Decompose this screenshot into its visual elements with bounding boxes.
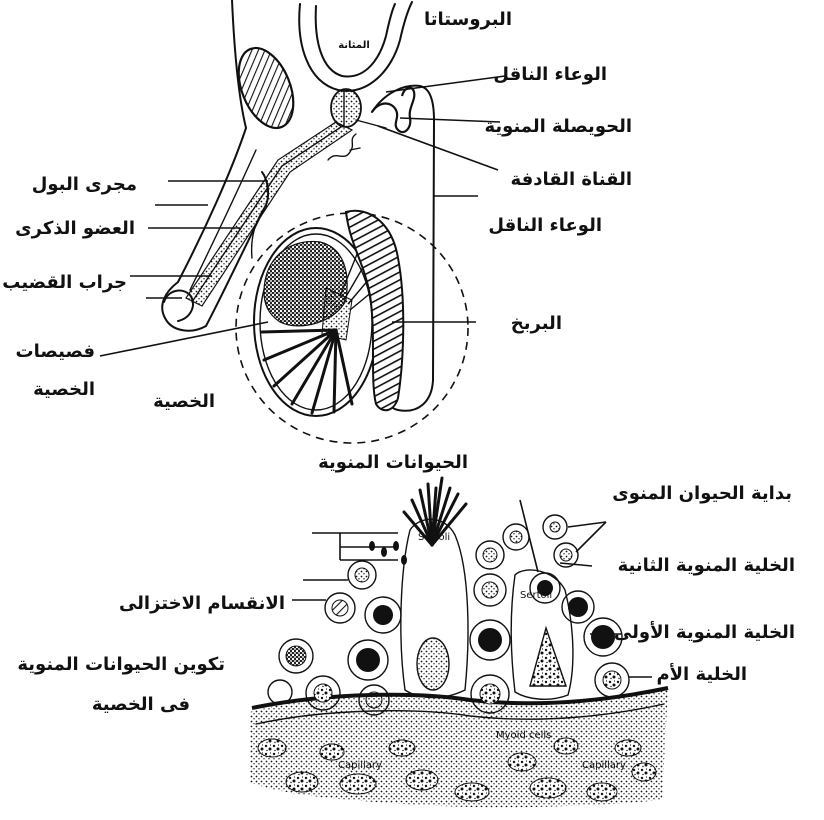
penis-label: العضو الذكرى (15, 218, 135, 240)
capillary-label-1: Capillary (338, 760, 382, 771)
spermatid-heads (369, 541, 407, 565)
sperm-label: الحيوانات المنوية (318, 452, 468, 474)
cell-nucleus (550, 522, 560, 532)
sertoli-label-2: Sertoli (520, 590, 552, 601)
cell-nucleus (483, 548, 497, 562)
cell-nucleus (560, 549, 572, 561)
sertoli-nucleus-1 (417, 638, 449, 690)
spermatogonium-cell (268, 680, 292, 704)
prostate-label: البروستاتا (424, 9, 512, 31)
rete-testis (322, 288, 352, 340)
cell-nucleus (568, 597, 588, 617)
seminiferous-tubule-section: Sertoli Sertoli Myoid cells Capillary Ca… (250, 478, 668, 807)
vas-deferens-upper-leader (386, 76, 505, 92)
cell-nucleus (591, 625, 615, 649)
testis-septa (262, 330, 352, 413)
testis-lobules-label-line1: فصيصات (16, 341, 95, 363)
spermatid-leader-2 (576, 522, 606, 552)
cell-nucleus (373, 605, 393, 625)
testis-lobules-label-line2: الخصية (33, 379, 95, 401)
capillary-label-2: Capillary (582, 760, 626, 771)
bladder-label: المثانة (338, 40, 370, 51)
cell-nucleus (286, 646, 306, 666)
myoid-cells-label: Myoid cells (496, 730, 551, 741)
epididymis-label: البربخ (511, 313, 562, 335)
cell-nucleus (478, 628, 502, 652)
urethra-label: مجرى البول (32, 174, 137, 196)
spermatogonium-label: الخلية الأم (656, 664, 747, 686)
primary-spermatocyte-label: الخلية المنوية الأولى (614, 622, 795, 644)
ejaculatory-duct-leader (378, 126, 498, 170)
germ-cells (268, 515, 629, 715)
cell-nucleus (332, 600, 348, 616)
seminal-vesicle-label: الحويصلة المنوية (484, 116, 632, 138)
secondary-spermatocyte-leader (560, 563, 592, 566)
caption-line1: تكوين الحيوانات المنوية (17, 654, 225, 676)
spermatid-leader-3 (520, 500, 538, 572)
testis-label: الخصية (153, 391, 215, 413)
scrotum-label: جراب القضيب (2, 272, 127, 294)
lobules-leader (100, 322, 268, 356)
cell-nucleus (603, 671, 621, 689)
cell-nucleus (314, 684, 332, 702)
epididymis (346, 211, 403, 410)
meiosis-label: الانقسام الاختزالى (119, 593, 285, 615)
ejaculatory-duct-label: القناة القادفة (511, 169, 632, 191)
spermatid-label: بداية الحيوان المنوى (612, 483, 792, 505)
vas-deferens-lower-label: الوعاء الناقل (488, 215, 602, 237)
prostate-gland (331, 89, 361, 127)
caption-line2: فى الخصية (92, 694, 190, 716)
cell-nucleus (366, 692, 382, 708)
spermatid-leader-1 (568, 522, 606, 527)
secondary-spermatocyte-label: الخلية المنوية الثانية (618, 555, 795, 577)
cell-nucleus (356, 648, 380, 672)
sertoli-nucleus-2 (530, 628, 566, 686)
reproductive-anatomy: المثانة (100, 0, 505, 443)
cell-nucleus (480, 684, 500, 704)
histology-leader-lines (292, 500, 652, 677)
sertoli-label-1: Sertoli (418, 532, 450, 543)
cell-nucleus (510, 531, 522, 543)
vas-deferens-upper-label: الوعاء الناقل (493, 64, 607, 86)
cell-nucleus (482, 582, 498, 598)
cell-nucleus (355, 568, 369, 582)
